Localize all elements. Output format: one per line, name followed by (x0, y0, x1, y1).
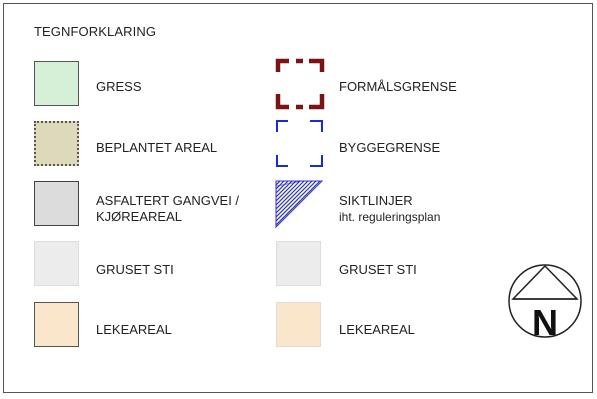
byggegrense-symbol (276, 120, 323, 167)
north-arrow-icon: N (508, 264, 582, 343)
north-arrow-letter: N (532, 302, 558, 343)
label-byggegrense: BYGGEGRENSE (339, 140, 441, 155)
formalsgrense-symbol (275, 58, 325, 110)
label-gress: GRESS (96, 79, 142, 94)
label-siktlinjer: SIKTLINJER iht. reguleringsplan (339, 193, 441, 224)
label-lekeareal-right: LEKEAREAL (339, 322, 415, 337)
label-gruset-sti-right: GRUSET STI (339, 262, 417, 277)
swatch-asfaltert-gangvei (34, 181, 79, 226)
label-formalsgrense: FORMÅLSGRENSE (339, 79, 457, 94)
swatch-lekeareal-left (34, 302, 79, 347)
label-gruset-sti-left: GRUSET STI (96, 262, 174, 277)
siktlinjer-hatched-triangle (275, 180, 324, 229)
label-asfaltert-gangvei: ASFALTERT GANGVEI / KJØREAREAL (96, 193, 240, 224)
swatch-lekeareal-right (276, 302, 321, 347)
legend-title: TEGNFORKLARING (34, 24, 157, 39)
swatch-gress (34, 61, 79, 106)
swatch-gruset-sti-left (34, 241, 79, 286)
swatch-gruset-sti-right (276, 241, 321, 286)
swatch-beplantet-areal (34, 121, 79, 166)
label-lekeareal-left: LEKEAREAL (96, 322, 172, 337)
label-beplantet-areal: BEPLANTET AREAL (96, 140, 218, 155)
